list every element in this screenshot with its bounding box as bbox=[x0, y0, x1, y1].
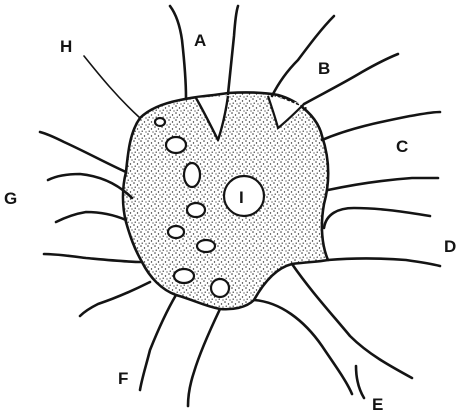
h-pointer-line bbox=[84, 56, 140, 118]
label-c: C bbox=[396, 137, 408, 156]
food-vacuole bbox=[166, 137, 186, 153]
label-b: B bbox=[318, 59, 330, 78]
pseudopod-g-base bbox=[44, 254, 142, 262]
pseudopod-a-edge bbox=[228, 6, 238, 94]
pseudopod-c bbox=[322, 112, 440, 140]
pseudopod-a bbox=[170, 6, 186, 98]
pseudopod-d-edge bbox=[328, 259, 440, 267]
pseudopod-e-edge bbox=[254, 300, 352, 394]
label-f: F bbox=[118, 369, 128, 388]
label-d: D bbox=[444, 237, 456, 256]
pseudopod-e bbox=[292, 264, 412, 378]
pseudopod-c-edge bbox=[328, 178, 438, 190]
pseudopod-f-side bbox=[80, 282, 150, 316]
food-vacuole bbox=[155, 118, 165, 126]
pseudopod-g-lower bbox=[56, 212, 126, 222]
nucleus bbox=[224, 176, 264, 216]
pseudopod-f bbox=[140, 295, 176, 390]
pseudopod-d bbox=[324, 208, 430, 228]
label-a: A bbox=[194, 31, 206, 50]
label-nucleus: I bbox=[239, 188, 244, 207]
label-e: E bbox=[372, 395, 383, 414]
pseudopod-b bbox=[272, 16, 334, 96]
food-vacuole bbox=[211, 279, 229, 297]
label-h: H bbox=[60, 37, 72, 56]
food-vacuole bbox=[187, 203, 205, 217]
label-g: G bbox=[4, 189, 17, 208]
pseudopod-g-inner bbox=[48, 174, 132, 198]
pseudopod-f-edge bbox=[188, 309, 220, 406]
food-vacuole bbox=[168, 226, 184, 238]
food-vacuole bbox=[184, 163, 200, 187]
pseudopod-e-tip bbox=[356, 366, 364, 398]
food-vacuole bbox=[174, 269, 194, 283]
food-vacuole bbox=[197, 240, 215, 252]
pseudopod-g bbox=[40, 132, 126, 172]
